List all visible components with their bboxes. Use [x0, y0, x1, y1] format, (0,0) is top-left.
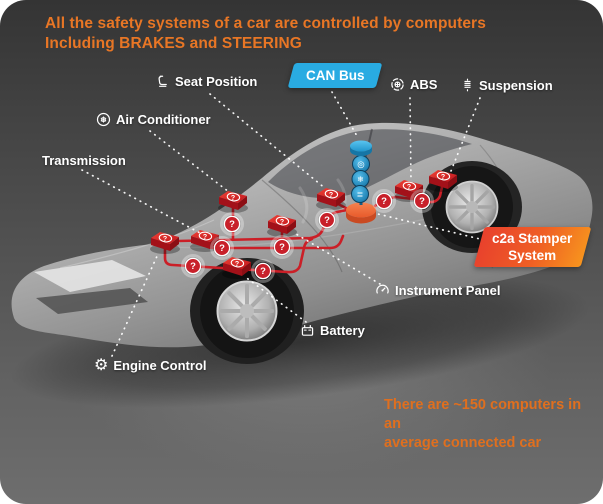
qmark-badge: ?: [210, 236, 234, 260]
svg-text:◎: ◎: [357, 159, 365, 169]
headline-line-1: All the safety systems of a car are cont…: [45, 15, 486, 32]
qmark-badge: ?: [315, 208, 339, 232]
front-wheel: [190, 258, 304, 364]
qmark-badge: ?: [181, 254, 205, 278]
label-transmission: Transmission: [42, 153, 126, 168]
footnote-line-2: average connected car: [384, 435, 542, 451]
svg-text:?: ?: [219, 243, 225, 254]
ecu-node-abs: ?: [393, 179, 425, 203]
qmark-badge: ?: [251, 259, 275, 283]
tower-suspension-icon: [351, 185, 369, 203]
ecu-node-battery: ?: [221, 256, 253, 280]
svg-text:?: ?: [231, 195, 235, 202]
headline: All the safety systems of a car are cont…: [45, 14, 545, 54]
svg-text:?: ?: [279, 242, 285, 253]
svg-text:?: ?: [229, 219, 235, 230]
svg-text:?: ?: [381, 196, 387, 207]
c2a-stamper-badge-label: c2a Stamper System: [492, 231, 573, 263]
svg-text:?: ?: [203, 234, 207, 241]
svg-text:?: ?: [441, 174, 445, 181]
can-bus-hub: ◎ ❄ ≣: [346, 140, 376, 224]
svg-text:?: ?: [280, 219, 284, 226]
svg-text:?: ?: [324, 215, 330, 226]
svg-text:?: ?: [163, 236, 167, 243]
ecu-nodes: ? ? ? ? ? ? ? ?: [149, 169, 459, 280]
svg-text:?: ?: [407, 184, 411, 191]
battery-icon: [301, 325, 314, 336]
svg-text:❄: ❄: [100, 115, 107, 124]
headlight: [34, 260, 146, 292]
seat-icon: [158, 75, 167, 87]
svg-text:?: ?: [190, 261, 196, 272]
label-seat-position: Seat Position: [156, 74, 257, 89]
svg-text:?: ?: [235, 261, 239, 268]
ecu-node-suspension: ?: [427, 169, 459, 193]
ecu-node-engine: ?: [149, 231, 181, 255]
headline-line-2: Including BRAKES and STEERING: [45, 35, 302, 52]
gear-icon: ⚙: [94, 356, 109, 374]
c2a-stamper-badge: c2a Stamper System: [473, 227, 592, 267]
label-engine-control: ⚙ Engine Control: [94, 356, 207, 374]
svg-text:?: ?: [260, 266, 266, 277]
svg-text:≣: ≣: [357, 190, 364, 199]
label-connector-lines: [81, 91, 485, 357]
ecu-node-transmission: ?: [189, 229, 221, 253]
qmark-badge: ?: [372, 189, 396, 213]
svg-text:?: ?: [419, 196, 425, 207]
label-instrument-panel: Instrument Panel: [375, 283, 500, 298]
abs-brake-icon: [391, 78, 404, 91]
label-air-conditioner: ❄ Air Conditioner: [96, 112, 211, 127]
qmark-badge: ?: [220, 212, 244, 236]
suspension-spring-icon: [464, 78, 471, 92]
can-bus-badge: CAN Bus: [287, 63, 383, 88]
ecu-node-air-conditioner: ?: [217, 190, 249, 214]
label-suspension: Suspension: [461, 77, 553, 93]
svg-text:❄: ❄: [357, 175, 364, 184]
qmark-badge: ?: [270, 235, 294, 259]
car-floor-shadow: [10, 276, 590, 408]
ecu-node-seat: ?: [315, 187, 347, 211]
unknown-ecu-markers: ? ? ? ? ? ?: [181, 189, 434, 283]
gauge-icon: [376, 284, 389, 294]
label-battery: Battery: [300, 323, 365, 338]
can-bus-badge-label: CAN Bus: [305, 68, 365, 83]
footnote-line-1: There are ~150 computers in an: [384, 397, 582, 432]
svg-text:?: ?: [329, 192, 333, 199]
snowflake-icon: ❄: [96, 112, 111, 127]
ecu-node-instrument-panel: ?: [266, 214, 298, 238]
label-abs: ABS: [390, 77, 437, 92]
qmark-badge: ?: [410, 189, 434, 213]
footnote: There are ~150 computers in an average c…: [384, 396, 599, 453]
